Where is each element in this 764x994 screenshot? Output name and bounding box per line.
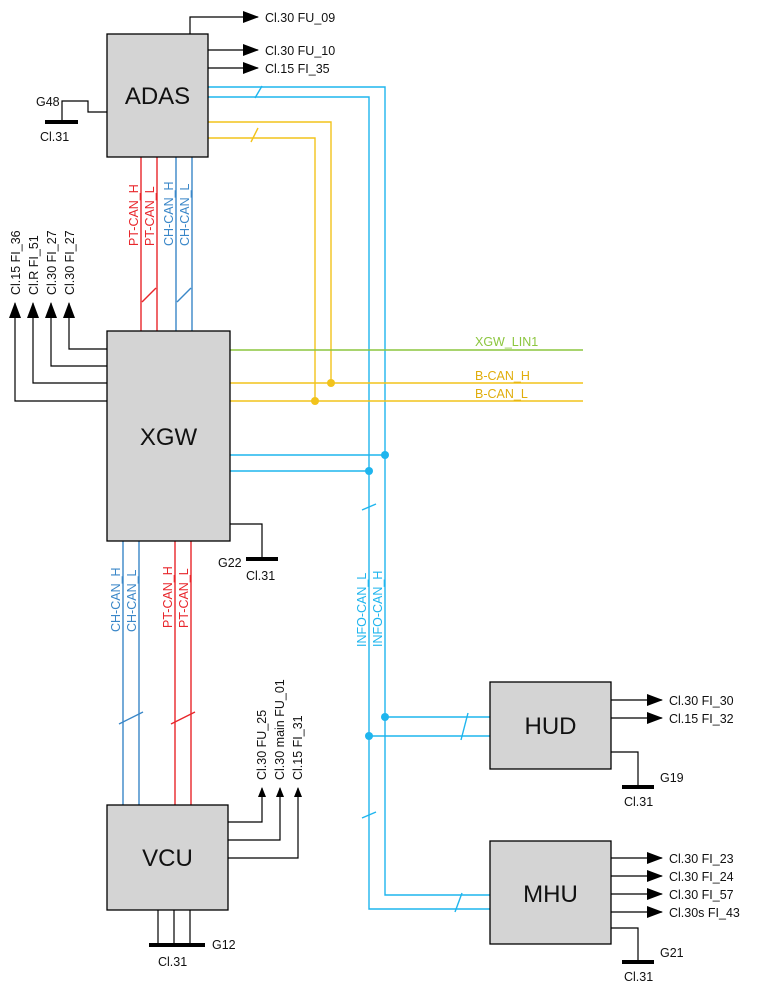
bus-label: PT-CAN_H	[161, 566, 175, 628]
b-can-h-label: B-CAN_H	[475, 369, 530, 383]
xgw-supply-label: Cl.R FI_51	[27, 235, 41, 295]
hud-supply-wires	[611, 694, 663, 789]
adas-output-label: Cl.30 FU_09	[265, 11, 335, 25]
vcu-supply-label: Cl.15 FI_31	[291, 715, 305, 780]
hud-output-label: Cl.30 FI_30	[669, 694, 734, 708]
mhu-label: MHU	[523, 881, 578, 908]
mhu-output-label: Cl.30 FI_24	[669, 870, 734, 884]
xgw-supply-label: Cl.15 FI_36	[9, 230, 23, 295]
mhu-output-label: Cl.30 FI_23	[669, 852, 734, 866]
bus-label: CH-CAN_L	[125, 569, 139, 632]
xgw-supply-wires	[9, 302, 278, 561]
b-can-l-label: B-CAN_L	[475, 387, 528, 401]
mhu-ground-term: Cl.31	[624, 970, 653, 984]
adas-supply-wires	[45, 11, 259, 124]
bus-label: PT-CAN_L	[177, 568, 191, 628]
info-can-wires	[208, 85, 490, 913]
adas-xgw-bus-wires	[140, 157, 193, 331]
bus-label: PT-CAN_H	[127, 184, 141, 246]
mhu-ecu[interactable]	[489, 840, 612, 945]
vcu-supply-wires	[149, 787, 302, 947]
xgw-ground-id: G22	[218, 556, 242, 570]
xgw-ecu[interactable]	[106, 330, 231, 542]
vcu-label: VCU	[142, 845, 193, 872]
adas-ecu[interactable]	[106, 33, 209, 158]
adas-output-label: Cl.30 FU_10	[265, 44, 335, 58]
mhu-output-label: Cl.30 FI_57	[669, 888, 734, 902]
b-can-wires	[208, 121, 583, 405]
bus-label: CH-CAN_H	[162, 181, 176, 246]
vcu-ground-term: Cl.31	[158, 955, 187, 969]
adas-output-label: Cl.15 FI_35	[265, 62, 330, 76]
vcu-ecu[interactable]	[106, 804, 229, 911]
hud-ecu[interactable]	[489, 681, 612, 770]
adas-ground-id: G48	[36, 95, 60, 109]
hud-ground-id: G19	[660, 771, 684, 785]
mhu-output-label: Cl.30s FI_43	[669, 906, 740, 920]
info-can-h-label: INFO-CAN_H	[371, 571, 385, 647]
xgw-supply-label: Cl.30 FI_27	[45, 230, 59, 295]
hud-output-label: Cl.15 FI_32	[669, 712, 734, 726]
vcu-ground-id: G12	[212, 938, 236, 952]
adas-label: ADAS	[125, 83, 190, 110]
hud-label: HUD	[525, 713, 577, 740]
xgw-label: XGW	[140, 424, 198, 451]
lin-label: XGW_LIN1	[475, 335, 538, 349]
bus-label: CH-CAN_H	[109, 567, 123, 632]
info-can-l-label: INFO-CAN_L	[355, 573, 369, 647]
adas-ground-term: Cl.31	[40, 130, 69, 144]
hud-ground-term: Cl.31	[624, 795, 653, 809]
mhu-ground-id: G21	[660, 946, 684, 960]
xgw-supply-label: Cl.30 FI_27	[63, 230, 77, 295]
xgw-vcu-bus-wires	[118, 541, 196, 805]
vcu-supply-label: Cl.30 FU_25	[255, 710, 269, 780]
bus-label: CH-CAN_L	[178, 183, 192, 246]
bus-label: PT-CAN_L	[143, 186, 157, 246]
xgw-ground-term: Cl.31	[246, 569, 275, 583]
mhu-supply-wires	[611, 852, 663, 964]
vcu-supply-label: Cl.30 main FU_01	[273, 679, 287, 780]
